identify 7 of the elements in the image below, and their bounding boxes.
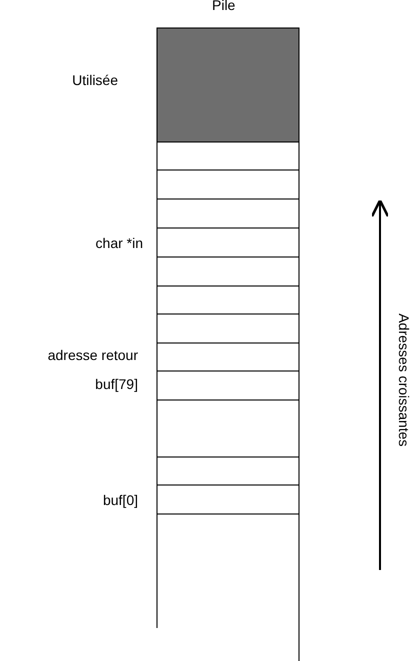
axis-label: Adresses croissantes [396,313,412,447]
slot-label: buf[79] [95,376,138,392]
slot-label: adresse retour [48,347,138,363]
stack-title: Pile [212,0,236,13]
slot-label: buf[0] [102,492,138,508]
slot-label: char *in [96,235,143,251]
region-label: Utilisée [72,72,118,88]
